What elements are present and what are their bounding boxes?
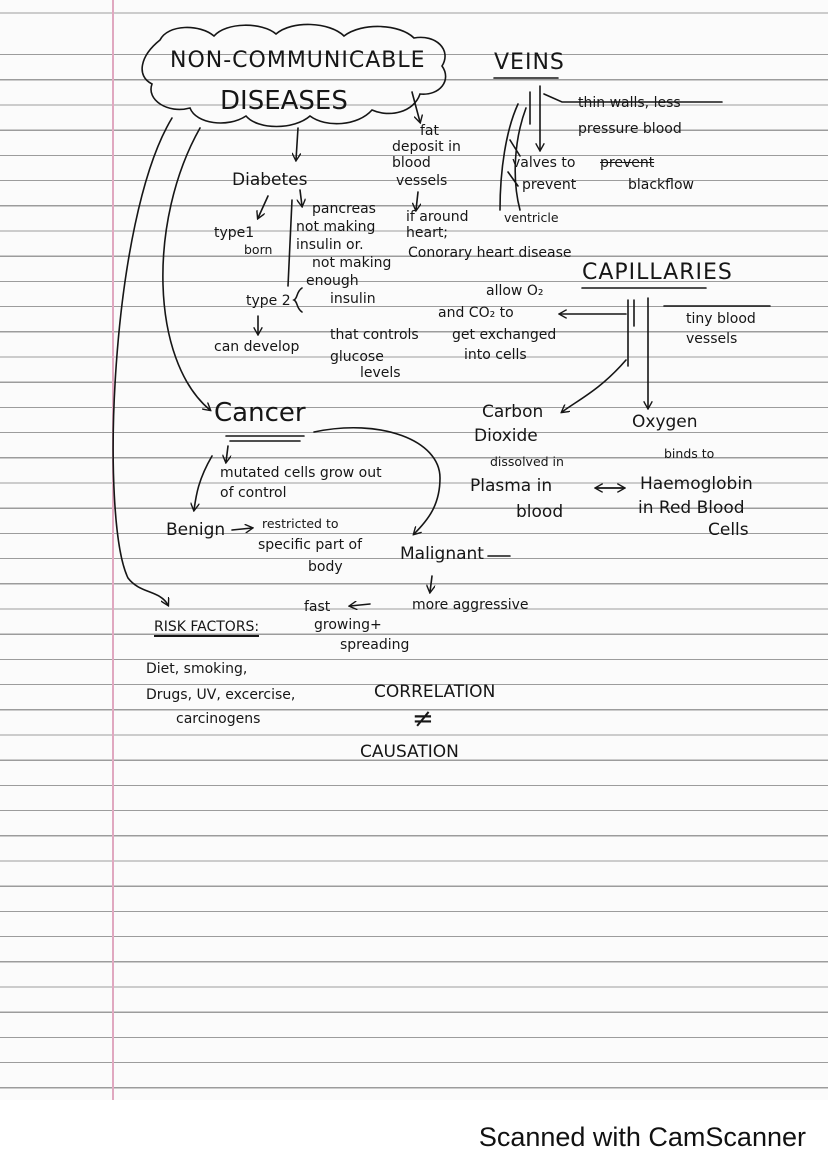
co2-line-4: Plasma in (470, 476, 553, 496)
camscanner-footer: Scanned with CamScanner (478, 1122, 806, 1152)
arrow-diabetes-pancreas (300, 189, 302, 206)
cancer-title: Cancer (214, 398, 306, 428)
veins-title: VEINS (494, 50, 565, 75)
margin-line (112, 0, 114, 1100)
co2-line-2: Dioxide (474, 426, 538, 446)
pancreas-line-4: not making (312, 255, 392, 271)
veins-valves-1: valves to (512, 155, 576, 171)
oxygen-line-3: Haemoglobin (640, 474, 753, 494)
pancreas-line-5: enough (306, 273, 359, 289)
pancreas-line-3: insulin or. (296, 237, 364, 253)
arrow-cancer-malignant (313, 426, 441, 534)
cancer-malignant: Malignant (400, 544, 484, 564)
type2-brace (292, 287, 303, 313)
pancreas-line-6: insulin (330, 291, 376, 307)
develop-line-4: levels (360, 365, 401, 381)
mind-map-connectors (112, 23, 771, 1100)
fat-line-2: deposit in (392, 139, 461, 155)
cancer-mutated-1: mutated cells grow out (220, 465, 382, 481)
heart-line-2: heart; (406, 225, 449, 241)
arrow-title-risk (112, 117, 173, 605)
arrow-mutated-benign (194, 455, 213, 510)
cancer-mutated-2: of control (220, 485, 287, 501)
oxygen-line-2: binds to (664, 446, 715, 461)
pancreas-line-1: pancreas (312, 201, 376, 217)
causation-label: CAUSATION (360, 742, 459, 762)
risk-title: RISK FACTORS: (154, 619, 260, 637)
arrow-cancer-mutated (226, 445, 228, 462)
develop-line-3: glucose (330, 349, 384, 365)
arrow-title-diabetes (296, 127, 298, 160)
not-equal-sign: ≠ (412, 704, 434, 734)
capillaries-tiny-2: vessels (686, 331, 738, 347)
risk-line-2: Drugs, UV, excercise, (146, 687, 296, 703)
cancer-aggressive: more aggressive (412, 597, 529, 613)
arrow-malignant-aggressive (430, 575, 432, 592)
capillaries-tiny-1: tiny blood (686, 311, 756, 327)
vein-valve-drawing (499, 103, 527, 211)
capillaries-allow-1: allow O₂ (486, 283, 544, 299)
cancer-restricted-3: body (308, 559, 343, 575)
veins-ventricle: ventricle (504, 210, 559, 225)
risk-line-1: Diet, smoking, (146, 661, 248, 677)
risk-line-3: carcinogens (176, 711, 261, 727)
co2-line-5: blood (516, 502, 564, 522)
type1-line-2: born (244, 242, 273, 257)
oxygen-line-4: in Red Blood (638, 498, 745, 518)
title-line-1: NON-COMMUNICABLE (170, 48, 426, 73)
veins-walls-1: thin walls, less (578, 95, 681, 111)
line-diabetes-type2 (287, 199, 293, 287)
fat-line-1: fat (420, 123, 439, 139)
arrow-capillaries-co2 (562, 359, 627, 412)
arrow-diabetes-type1 (258, 195, 269, 218)
heart-line-1: if around (406, 209, 469, 225)
title-line-2: DISEASES (220, 86, 348, 116)
veins-branch-walls (543, 93, 723, 103)
arrow-benign-restricted (231, 528, 252, 530)
veins-valves-3: blackflow (628, 177, 694, 193)
co2-line-3: dissolved in (490, 454, 564, 469)
type1-line-1: type1 (214, 225, 255, 241)
arrow-title-fat (411, 91, 420, 122)
arrow-title-cancer (162, 127, 210, 410)
co2-line-1: Carbon (482, 402, 544, 422)
oxygen-line-5: Cells (708, 520, 749, 540)
cancer-fast: fast (304, 599, 331, 615)
capillaries-title: CAPILLARIES (582, 260, 733, 285)
notebook-page (0, 0, 828, 1100)
veins-valves-struck: prevent (600, 155, 655, 171)
type2-label: type 2 (246, 293, 291, 309)
develop-line-1: can develop (214, 339, 300, 355)
diabetes-label: Diabetes (232, 170, 308, 190)
arrow-fat-heart (416, 191, 418, 210)
pancreas-line-2: not making (296, 219, 376, 235)
veins-walls-2: pressure blood (578, 121, 682, 137)
arrow-aggressive-fast (350, 604, 371, 606)
cancer-benign: Benign (166, 520, 226, 540)
fat-line-3: blood (392, 155, 431, 171)
veins-valves-2: prevent (522, 177, 577, 193)
heart-line-3: Conorary heart disease (408, 245, 572, 261)
fat-line-4: vessels (396, 173, 448, 189)
cancer-restricted-2: specific part of (258, 537, 363, 553)
cancer-growing: growing+ (314, 617, 382, 633)
oxygen-line-1: Oxygen (632, 412, 698, 432)
cancer-restricted-1: restricted to (262, 516, 339, 531)
capillaries-allow-3: get exchanged (452, 327, 557, 343)
title-cloud (141, 23, 447, 128)
capillaries-allow-2: and CO₂ to (438, 305, 514, 321)
cancer-spreading: spreading (340, 637, 410, 653)
correlation-label: CORRELATION (374, 682, 496, 702)
capillaries-allow-4: into cells (464, 347, 527, 363)
develop-line-2: that controls (330, 327, 419, 343)
